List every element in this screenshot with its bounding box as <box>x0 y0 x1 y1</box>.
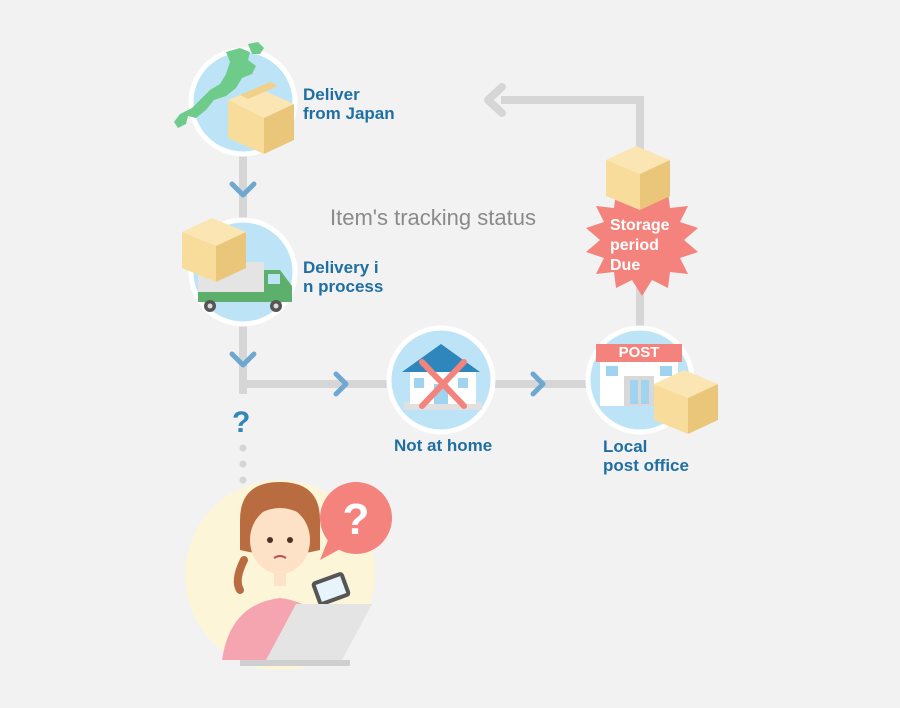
arrow-left-icon <box>484 83 506 117</box>
confused-user-icon <box>185 480 375 670</box>
house-crossed-icon <box>386 325 496 435</box>
post-sign-text: POST <box>618 344 660 361</box>
parcel-box-icon <box>654 370 718 434</box>
parcel-box-icon <box>228 82 294 154</box>
storage-burst <box>586 186 698 296</box>
question-mark: ? <box>232 406 251 439</box>
step-local-post-office: Local post office <box>603 437 689 475</box>
step-not-at-home: Not at home <box>394 436 493 455</box>
parcel-box-icon <box>606 146 670 210</box>
chevron-right-icon <box>530 371 546 397</box>
chevron-right-icon <box>333 371 349 397</box>
parcel-box-icon <box>182 218 246 282</box>
diagram-title: Item's tracking status <box>330 205 536 230</box>
chevron-down-icon <box>229 181 257 198</box>
svg-text:?: ? <box>343 495 370 544</box>
step-deliver-from-japan: Deliver from Japan <box>303 85 395 123</box>
storage-period-due-label: Storage period Due <box>610 217 670 274</box>
dotted-line <box>239 444 247 484</box>
chevron-down-icon <box>229 351 257 368</box>
question-bubble-icon: ? <box>320 482 392 560</box>
step-delivery-in-process: Delivery i n process <box>303 258 384 296</box>
